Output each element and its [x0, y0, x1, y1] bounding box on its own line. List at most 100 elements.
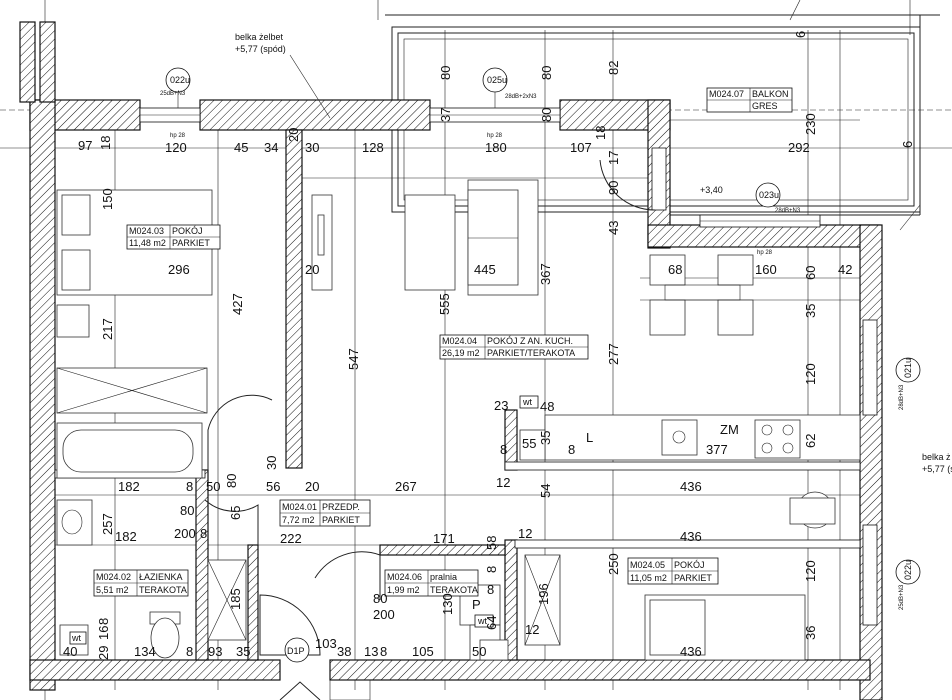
dimension-labels: 97 120 45 34 30 128 180 107 292 18 20 18…	[63, 31, 915, 660]
dimension: 12	[518, 526, 532, 541]
window-tag-label: 021u	[903, 358, 913, 378]
dishwasher-mark: L	[586, 430, 593, 445]
room-id: M024.06	[387, 572, 422, 582]
dimension: 12	[525, 622, 539, 637]
dimension: 18	[98, 136, 113, 150]
room-name: POKÓJ	[674, 560, 705, 570]
dimension: 37	[438, 108, 453, 122]
dimension: 80	[180, 503, 194, 518]
dimension: 82	[606, 61, 621, 75]
beam-note: belka żelbet	[235, 32, 284, 42]
window-spec: 28dB+N3	[775, 208, 801, 214]
dimension: 217	[100, 318, 115, 340]
room-label-salon: M024.04 POKÓJ Z AN. KUCH. 26,19 m2 PARKI…	[439, 334, 589, 360]
dimension: 35	[803, 304, 818, 318]
dimension: 200	[373, 607, 395, 622]
wt-mark: wt	[477, 616, 487, 626]
room-label-pokoj2: M024.05 POKÓJ 11,05 m2 PARKIET	[627, 557, 719, 585]
dimension: 120	[803, 560, 818, 582]
doors	[204, 159, 656, 700]
dimension: 292	[788, 140, 810, 155]
wt-mark: wt	[71, 633, 81, 643]
room-id: M024.07	[709, 89, 744, 99]
dimension: 50	[472, 644, 486, 659]
dimension: 8	[186, 479, 193, 494]
dimension: 128	[362, 140, 384, 155]
dimension: 377	[706, 442, 728, 457]
window-spec: 25dB+N3	[899, 584, 905, 610]
room-id: M024.05	[630, 560, 665, 570]
room-id: M024.01	[282, 502, 317, 512]
dimension: 12	[496, 475, 510, 490]
dimension: 13	[364, 644, 378, 659]
washer-mark: P	[472, 597, 481, 612]
dimension: 105	[412, 644, 434, 659]
dimension: 436	[680, 479, 702, 494]
window-tag-label: 023u	[759, 190, 779, 200]
window-tag	[895, 357, 921, 383]
dimension: 90	[606, 181, 621, 195]
dimension: 257	[100, 513, 115, 535]
room-finish: PARKIET	[172, 238, 210, 248]
dimension: 18	[593, 126, 608, 140]
window-tag	[755, 182, 781, 208]
room-label-balkon: M024.07 BALKON GRES	[706, 87, 793, 113]
dimension: 48	[540, 399, 554, 414]
door-tag: D1P	[287, 646, 305, 656]
room-finish: TERAKOTA	[430, 585, 478, 595]
room-id: M024.02	[96, 572, 131, 582]
room-finish: PARKIET/TERAKOTA	[487, 348, 575, 358]
dimension: 62	[803, 434, 818, 448]
dimension: 250	[606, 553, 621, 575]
dimension: 196	[536, 583, 551, 605]
dimension: 200	[174, 526, 196, 541]
dimension: 29	[96, 646, 111, 660]
dimension: 65	[228, 506, 243, 520]
dimension: 8	[484, 566, 499, 573]
dimension: 171	[433, 531, 455, 546]
dimension: 296	[168, 262, 190, 277]
dimension: 436	[680, 529, 702, 544]
dimension: 277	[606, 343, 621, 365]
room-label-lazienka: M024.02 ŁAZIENKA 5,51 m2 TERAKOTA	[93, 569, 189, 597]
appliance-marks: wt wt wt ZM L P	[69, 395, 739, 645]
dimension: 43	[606, 221, 621, 235]
window-tag-label: 022u	[170, 75, 190, 85]
room-area: 5,51 m2	[96, 585, 129, 595]
dimension: 16	[96, 626, 111, 640]
dimension: 547	[346, 348, 361, 370]
window-tag-label: 022u	[903, 560, 913, 580]
dimension: 30	[305, 140, 319, 155]
room-labels: M024.07 BALKON GRES M024.03 POKÓJ 11,48 …	[93, 87, 793, 597]
room-area: 26,19 m2	[442, 348, 480, 358]
dimension: 180	[485, 140, 507, 155]
dimension: 34	[264, 140, 278, 155]
dimension: 80	[539, 108, 554, 122]
dimension: 182	[118, 479, 140, 494]
dimension: 267	[395, 479, 417, 494]
dimension: 555	[437, 293, 452, 315]
room-area: 1,99 m2	[387, 585, 420, 595]
window-spec: 25dB+N3	[160, 91, 186, 97]
room-name: PRZEDP.	[322, 502, 360, 512]
dimension: 42	[838, 262, 852, 277]
room-area: 11,48 m2	[129, 238, 166, 248]
dimension: 64	[484, 616, 499, 630]
dimension: 134	[134, 644, 156, 659]
dimension: 160	[755, 262, 777, 277]
dimension: 80	[539, 66, 554, 80]
room-name: ŁAZIENKA	[139, 572, 183, 582]
room-label-pralnia: M024.06 pralnia 1,99 m2 TERAKOTA	[384, 569, 479, 597]
dimension: 38	[337, 644, 351, 659]
dimension: 107	[570, 140, 592, 155]
beam-note-level: +5,77 (s	[922, 464, 952, 474]
beam-note: belka ż	[922, 452, 951, 462]
window-tags: 022u 025u 023u 021u 022u	[165, 67, 921, 585]
dimension: 56	[266, 479, 280, 494]
dimension: 8	[380, 644, 387, 659]
dimension: 40	[63, 644, 77, 659]
room-name: POKÓJ	[172, 226, 203, 236]
room-id: M024.04	[442, 336, 477, 346]
dimension: 17	[606, 151, 621, 165]
